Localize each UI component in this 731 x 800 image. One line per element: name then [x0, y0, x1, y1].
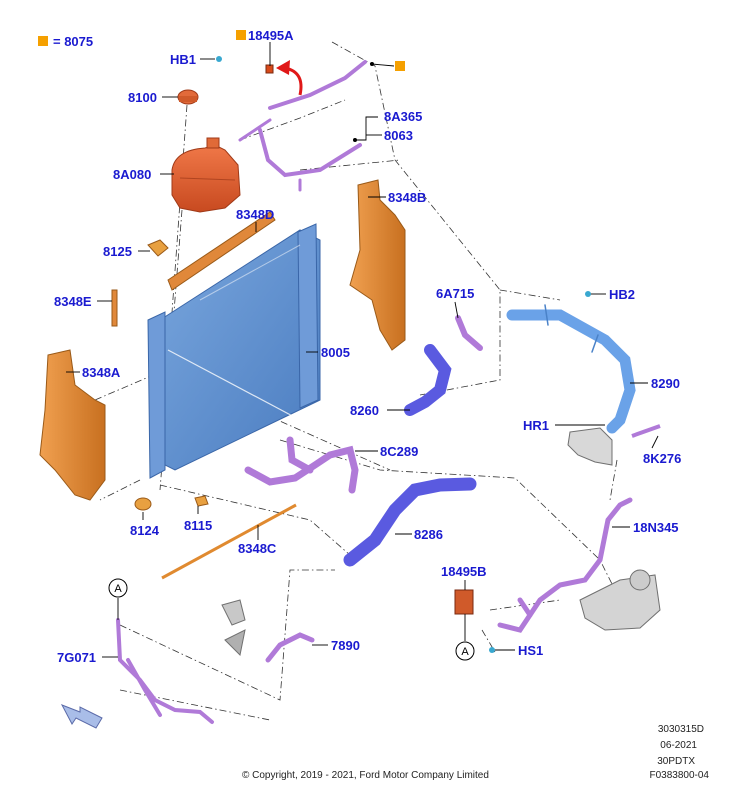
hose-7890[interactable]: [265, 632, 315, 663]
seal-8348C[interactable]: [161, 503, 297, 580]
label-HB2: HB2: [609, 287, 635, 302]
valve-18495B[interactable]: [454, 589, 474, 615]
svg-text:A: A: [461, 646, 469, 658]
leader-lines: [38, 30, 659, 658]
label-6A715: 6A715: [436, 286, 474, 301]
label-8063: 8063: [384, 128, 413, 143]
hose-18N345[interactable]: [497, 497, 633, 633]
label-8A080: 8A080: [113, 167, 151, 182]
label-8125: 8125: [103, 244, 132, 259]
label-8348B: 8348B: [388, 190, 426, 205]
label-8348D: 8348D: [236, 207, 274, 222]
label-HR1: HR1: [523, 418, 549, 433]
label-8C289: 8C289: [380, 444, 418, 459]
label-HB1: HB1: [170, 52, 196, 67]
legend-8075: = 8075: [53, 34, 93, 49]
label-8348A: 8348A: [82, 365, 121, 380]
label-8286: 8286: [414, 527, 443, 542]
mount-8124[interactable]: [134, 497, 152, 511]
label-8260: 8260: [350, 403, 379, 418]
label-7890: 7890: [331, 638, 360, 653]
radiator-8005[interactable]: [147, 223, 321, 479]
hose-6A715[interactable]: [455, 315, 483, 351]
label-8A365: 8A365: [384, 109, 422, 124]
hose-8C289[interactable]: [244, 436, 359, 494]
red-arrow-head: [276, 60, 290, 75]
direction-arrow-icon: [60, 704, 103, 729]
thermostat-housing[interactable]: [567, 427, 613, 466]
hose-8063[interactable]: [238, 60, 367, 192]
hose-8260[interactable]: [404, 344, 452, 416]
shroud-8348B[interactable]: [349, 179, 406, 351]
sensor-8K276[interactable]: [631, 424, 661, 438]
label-8005: 8005: [321, 345, 350, 360]
coolant-pump[interactable]: [579, 569, 661, 631]
label-18N345: 18N345: [633, 520, 679, 535]
label-18495B: 18495B: [441, 564, 487, 579]
label-8100: 8100: [128, 90, 157, 105]
hose-8290[interactable]: [506, 304, 636, 434]
label-8K276: 8K276: [643, 451, 681, 466]
view-marker-a-bottom: A: [455, 641, 475, 661]
svg-text:A: A: [114, 583, 122, 595]
label-8115: 8115: [184, 518, 212, 533]
label-8290: 8290: [651, 376, 680, 391]
label-8124: 8124: [130, 523, 160, 538]
part-labels: = 8075 18495A HB1 8100 8A365 8063 8A080 …: [53, 28, 681, 665]
mount-8115[interactable]: [194, 495, 209, 507]
expansion-tank-8A080[interactable]: [171, 137, 241, 213]
shroud-8348A[interactable]: [39, 349, 106, 501]
hose-7G071[interactable]: [116, 618, 214, 724]
footer-date: 06-2021: [660, 740, 697, 751]
footer-code: 3030315D: [658, 724, 704, 735]
label-8348E: 8348E: [54, 294, 92, 309]
cap-8100[interactable]: [177, 89, 199, 105]
footer-model: 30PDTX: [657, 756, 695, 767]
connector-18495A[interactable]: [265, 64, 274, 74]
seal-8348D[interactable]: [167, 211, 276, 291]
hose-8286[interactable]: [343, 477, 477, 567]
label-HS1: HS1: [518, 643, 543, 658]
view-marker-a-top: A: [108, 578, 128, 598]
label-7G071: 7G071: [57, 650, 96, 665]
bracket-8125[interactable]: [147, 239, 169, 257]
footer-copyright: © Copyright, 2019 - 2021, Ford Motor Com…: [242, 770, 489, 781]
label-18495A: 18495A: [248, 28, 294, 43]
seal-8348E[interactable]: [111, 289, 118, 327]
label-8348C: 8348C: [238, 541, 277, 556]
bracket-grey[interactable]: [221, 599, 246, 657]
footer: 3030315D 06-2021 30PDTX © Copyright, 201…: [242, 724, 709, 781]
footer-figure: F0383800-04: [650, 770, 710, 781]
